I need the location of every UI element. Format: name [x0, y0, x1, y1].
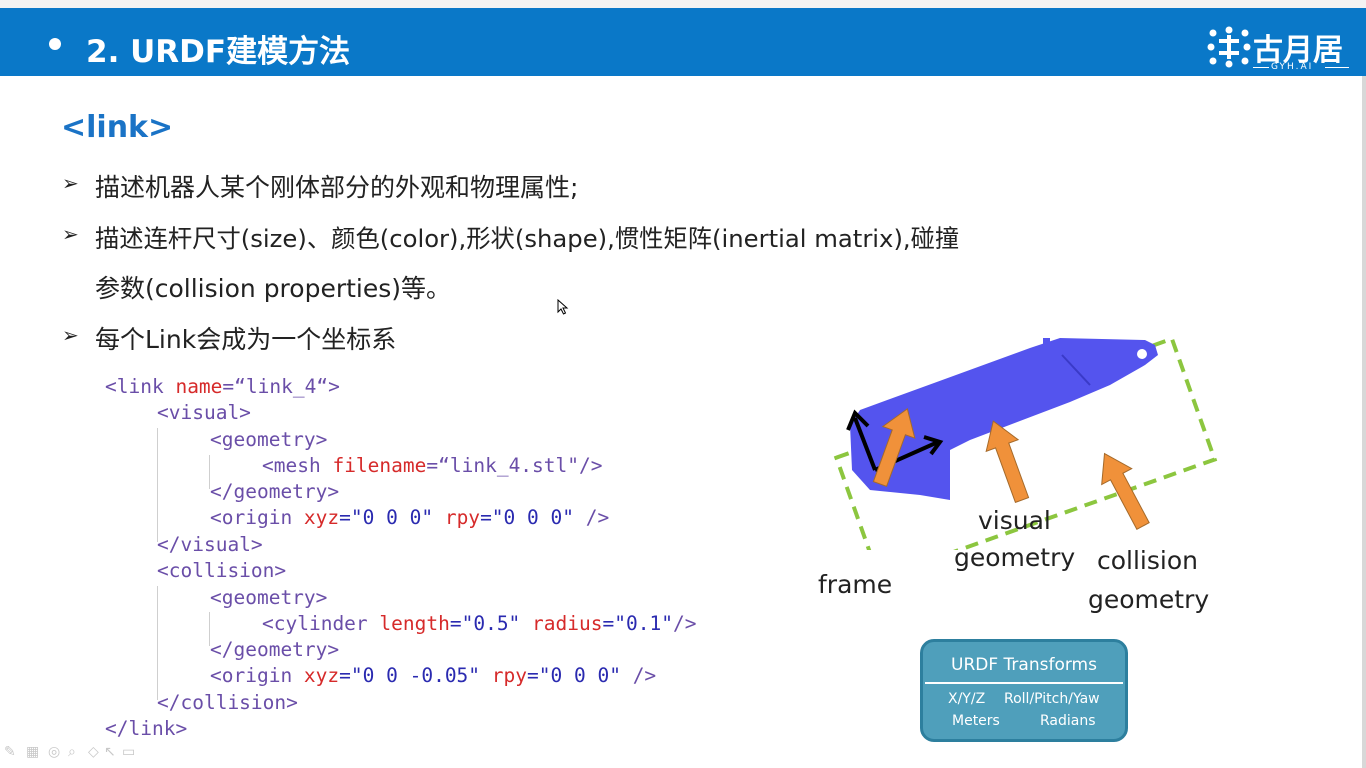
frame-label: frame: [818, 570, 893, 599]
window-top-border: [0, 0, 1366, 8]
header-bullet: [49, 38, 61, 50]
code-line-14: </link>: [105, 717, 188, 740]
visual-arrow: [985, 420, 1030, 504]
code-line-11: </geometry>: [210, 638, 340, 661]
code-line-3: <geometry>: [210, 428, 328, 451]
collision-label: collision: [1097, 546, 1198, 575]
indent-guide: [157, 586, 158, 700]
bullet-line-2: 描述连杆尺寸(size)、颜色(color),形状(shape),惯性矩阵(in…: [95, 224, 960, 253]
code-line-6: <origin xyz="0 0 0" rpy="0 0 0" />: [210, 506, 610, 529]
visual-label: visual: [978, 506, 1051, 535]
code-line-4: <mesh filename=“link_4.stl"/>: [262, 454, 603, 477]
urdf-box-divider: [925, 682, 1123, 684]
visual-geometry-label: geometry: [954, 543, 1076, 572]
urdf-transforms-box: URDF Transforms X/Y/Z Roll/Pitch/Yaw Met…: [920, 639, 1128, 742]
code-line-7: </visual>: [157, 533, 263, 556]
logo-rule-left: [1253, 67, 1269, 68]
camera-icon[interactable]: ▭: [122, 744, 136, 760]
urdf-box-xyz: X/Y/Z: [948, 691, 986, 707]
bullet-line-3: 每个Link会成为一个坐标系: [95, 325, 397, 354]
indent-guide: [157, 428, 158, 542]
code-line-8: <collision>: [157, 559, 287, 582]
section-heading: <link>: [61, 110, 174, 145]
pen-icon[interactable]: ✎: [4, 744, 16, 760]
collision-arrow: [1101, 452, 1150, 530]
bullet-arrow-icon: ➢: [62, 323, 79, 347]
slide-title: 2. URDF建模方法: [86, 34, 351, 70]
code-line-10: <cylinder length="0.5" radius="0.1"/>: [262, 612, 697, 635]
bullet-arrow-icon: ➢: [62, 171, 79, 195]
slide-header: 2. URDF建模方法 古月居 GYH.AI: [0, 8, 1366, 76]
link-mesh-shape: [850, 338, 1158, 500]
code-line-9: <geometry>: [210, 586, 328, 609]
logo-rule-right: [1325, 67, 1349, 68]
link-diagram: [833, 336, 1218, 550]
search-icon[interactable]: ⌕: [68, 744, 76, 760]
code-line-2: <visual>: [157, 401, 251, 424]
zoom-icon[interactable]: ◎: [48, 744, 61, 760]
bullet-line-1: 描述机器人某个刚体部分的外观和物理属性;: [95, 173, 579, 202]
code-line-1: <link name=“link_4“>: [105, 375, 340, 398]
logo-mark-icon: [1207, 26, 1251, 68]
bullet-line-2-continued: 参数(collision properties)等。: [95, 274, 452, 303]
indent-guide: [209, 455, 210, 489]
pointer-icon[interactable]: ↖: [104, 744, 116, 760]
urdf-box-title: URDF Transforms: [951, 655, 1097, 675]
urdf-box-rpy: Roll/Pitch/Yaw: [1004, 691, 1100, 707]
brand-logo: 古月居 GYH.AI: [1207, 25, 1352, 75]
urdf-box-radians: Radians: [1040, 713, 1096, 729]
indent-guide: [209, 612, 210, 646]
mouse-cursor-icon: [557, 299, 569, 315]
code-line-13: </collision>: [157, 691, 298, 714]
eraser-icon[interactable]: ◇: [88, 744, 99, 760]
frame-arrow: [872, 407, 916, 488]
slides-grid-icon[interactable]: ▦: [26, 744, 40, 760]
bullet-arrow-icon: ➢: [62, 222, 79, 246]
window-right-border: [1362, 76, 1366, 768]
logo-name: 古月居: [1253, 33, 1343, 68]
collision-geometry-label: geometry: [1088, 585, 1210, 614]
urdf-box-meters: Meters: [952, 713, 1000, 729]
code-line-5: </geometry>: [210, 480, 340, 503]
code-line-12: <origin xyz="0 0 -0.05" rpy="0 0 0" />: [210, 664, 657, 687]
logo-sub: GYH.AI: [1271, 62, 1314, 72]
